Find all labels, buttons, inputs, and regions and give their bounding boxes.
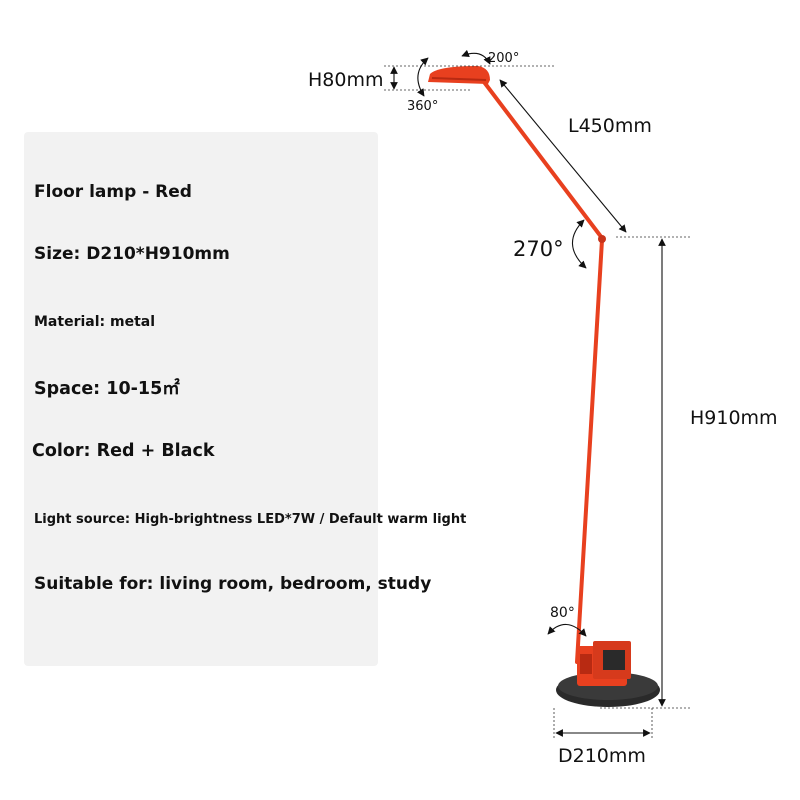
lamp-illustration [428, 66, 660, 707]
label-arm-length: L450mm [568, 115, 652, 137]
lower-arm [575, 238, 604, 664]
label-head-rotation: 360° [407, 99, 438, 114]
lamp-head [428, 66, 490, 84]
rotation-270-arc [571, 219, 587, 269]
label-total-height: H910mm [690, 407, 778, 429]
label-head-tilt: 200° [488, 51, 519, 66]
tilt-80-arc [547, 623, 587, 637]
spec-color: Color: Red + Black [32, 441, 215, 461]
dimension-arrows [390, 49, 666, 737]
l450-arrow [499, 79, 627, 233]
elbow-joint [598, 235, 606, 243]
label-joint-rotation: 270° [513, 237, 564, 261]
spec-panel [24, 132, 378, 666]
base-switch [603, 650, 625, 670]
lamp-head-edge [431, 77, 487, 81]
spec-size: Size: D210*H910mm [34, 244, 230, 264]
upper-arm [482, 80, 604, 240]
label-base-diameter: D210mm [558, 745, 646, 767]
dimension-lines [384, 65, 690, 740]
spec-space: Space: 10-15㎡ [34, 379, 180, 399]
tilt-200-arc [461, 49, 491, 65]
label-base-tilt: 80° [550, 605, 575, 621]
spec-material: Material: metal [34, 314, 156, 330]
base-side [580, 654, 592, 674]
rotation-360-arc [417, 57, 429, 97]
spec-suitable-for: Suitable for: living room, bedroom, stud… [34, 574, 432, 594]
label-head-height: H80mm [308, 69, 383, 91]
spec-light-source: Light source: High-brightness LED*7W / D… [34, 512, 467, 527]
spec-product: Floor lamp - Red [34, 182, 192, 202]
